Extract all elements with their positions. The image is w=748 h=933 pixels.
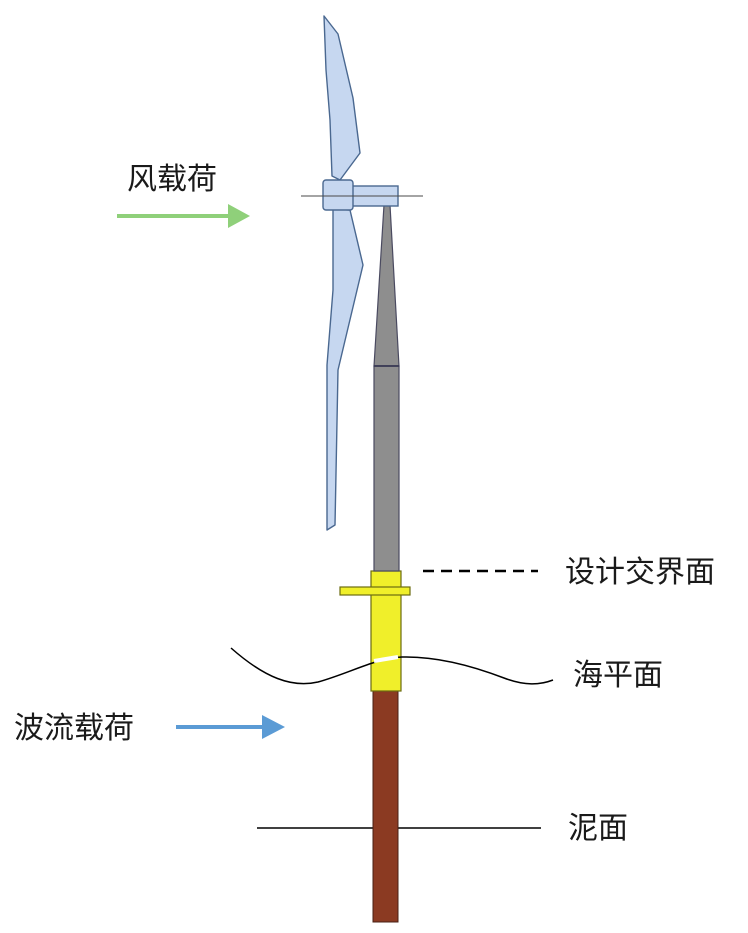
monopile bbox=[372, 689, 399, 923]
upper-blade bbox=[323, 15, 361, 181]
sea-level-label: 海平面 bbox=[573, 658, 663, 693]
wave-load-arrow-head bbox=[262, 715, 285, 739]
wave-current-load-label: 波流载荷 bbox=[14, 711, 134, 746]
design-interface-label: 设计交界面 bbox=[565, 555, 715, 590]
hub bbox=[322, 179, 354, 211]
wind-load-arrow-head bbox=[228, 204, 250, 228]
mudline-label: 泥面 bbox=[568, 811, 628, 846]
transition-piece-flange bbox=[339, 586, 411, 596]
tower-upper bbox=[373, 204, 400, 367]
sea-level-wave bbox=[230, 647, 554, 685]
sea-level-gap bbox=[373, 655, 399, 663]
lower-blade bbox=[326, 208, 364, 531]
tower-lower bbox=[373, 365, 400, 572]
wind-load-label: 风载荷 bbox=[127, 162, 217, 197]
